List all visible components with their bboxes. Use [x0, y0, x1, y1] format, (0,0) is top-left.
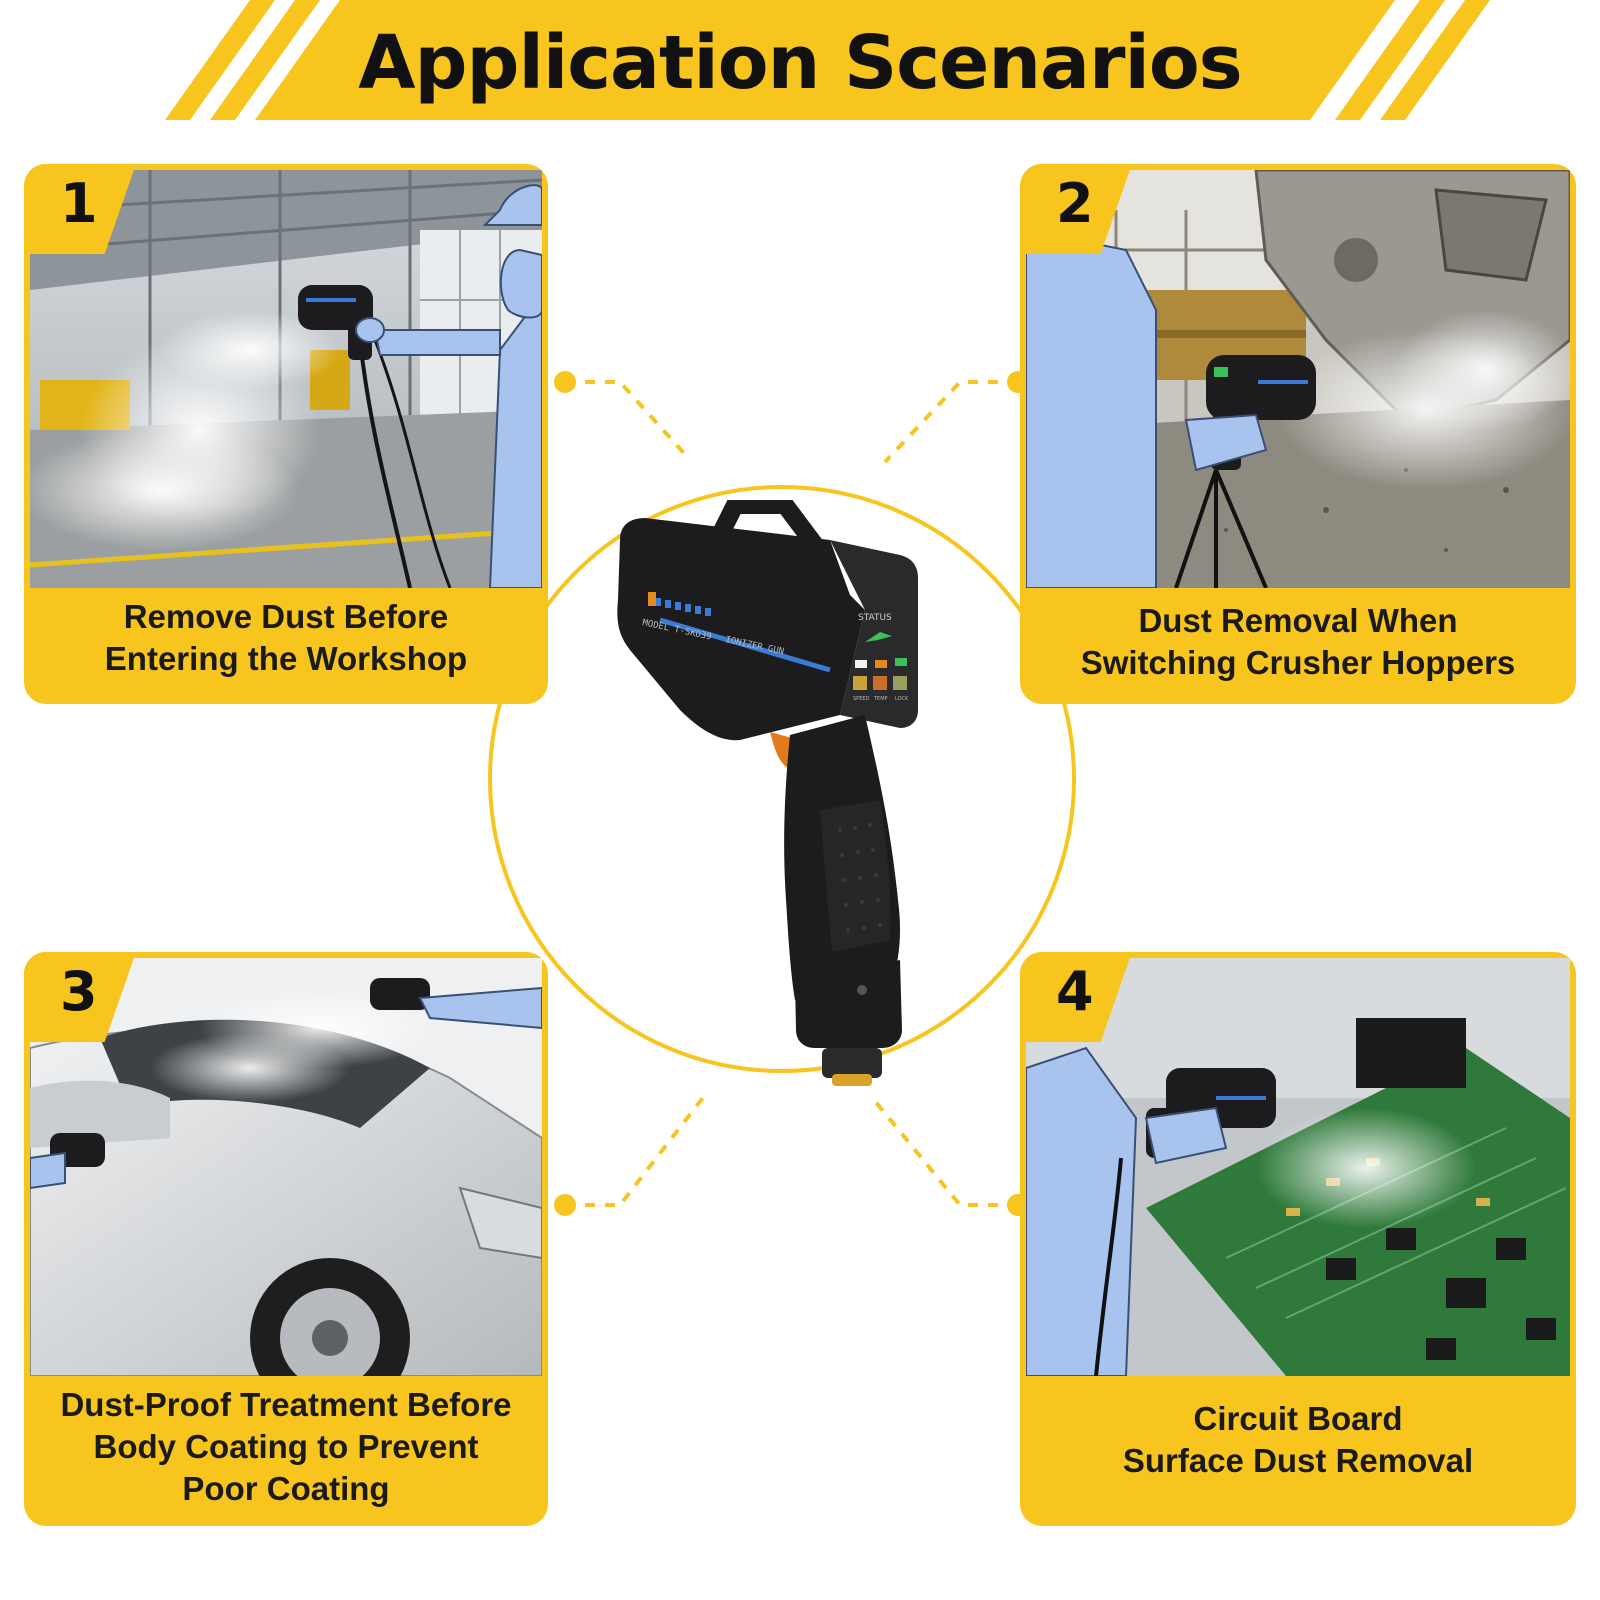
indicator-white	[855, 660, 867, 668]
scenario-card-3: 3 Dust-Proof Treatment Before Body Coati…	[24, 952, 548, 1526]
caption-line: Entering the Workshop	[104, 640, 468, 677]
scenario-card-4: 4 Circuit Board Surface Dust Removal	[1020, 952, 1576, 1526]
scenario-number-4: 4	[1056, 960, 1094, 1023]
status-check-icon	[865, 632, 892, 642]
scenario-caption-4: Circuit Board Surface Dust Removal	[1020, 1398, 1576, 1482]
scenario-number-3: 3	[60, 960, 98, 1023]
caption-line: Circuit Board	[1193, 1400, 1403, 1437]
caption-line: Surface Dust Removal	[1122, 1442, 1474, 1479]
temp-icon	[873, 676, 887, 690]
indicator-orange	[875, 660, 887, 668]
circuit-board-cleaning-photo	[1026, 958, 1570, 1376]
speed-icon	[853, 676, 867, 690]
lock-icon	[893, 676, 907, 690]
banner-background	[165, 0, 1490, 120]
caption-line: Body Coating to Prevent	[93, 1428, 479, 1465]
status-label: STATUS	[858, 613, 892, 623]
caption-line: Dust-Proof Treatment Before	[60, 1386, 512, 1423]
indicator-label-lock: LOCK	[895, 696, 909, 702]
scenario-card-1: 1 Remove Dust Before Entering the Worksh…	[24, 164, 548, 704]
page-title: Application Scenarios	[358, 20, 1242, 106]
scenario-number-1: 1	[60, 172, 98, 235]
scenario-caption-3: Dust-Proof Treatment Before Body Coating…	[24, 1384, 548, 1510]
scenario-caption-1: Remove Dust Before Entering the Workshop	[24, 596, 548, 680]
scenario-card-2: 2 Dust Removal When Switching Crusher Ho…	[1020, 164, 1576, 704]
caption-line: Poor Coating	[182, 1470, 390, 1507]
caption-line: Remove Dust Before	[123, 598, 449, 635]
caption-line: Switching Crusher Hoppers	[1080, 644, 1516, 681]
indicator-label-speed: SPEED	[853, 696, 870, 702]
car-body-coating-photo	[30, 958, 542, 1376]
workshop-dust-blowing-photo	[30, 170, 542, 588]
crusher-hopper-dust-photo	[1026, 170, 1570, 588]
indicator-label-temp: TEMP	[873, 696, 888, 702]
caption-line: Dust Removal When	[1138, 602, 1458, 639]
scenario-caption-2: Dust Removal When Switching Crusher Hopp…	[1020, 600, 1576, 684]
scenario-number-2: 2	[1056, 172, 1094, 235]
indicator-green	[895, 658, 907, 666]
ionizer-gun-product-image: MODEL T-SKD39 IONIZER GUN STATUS SPEED T…	[617, 500, 918, 1086]
